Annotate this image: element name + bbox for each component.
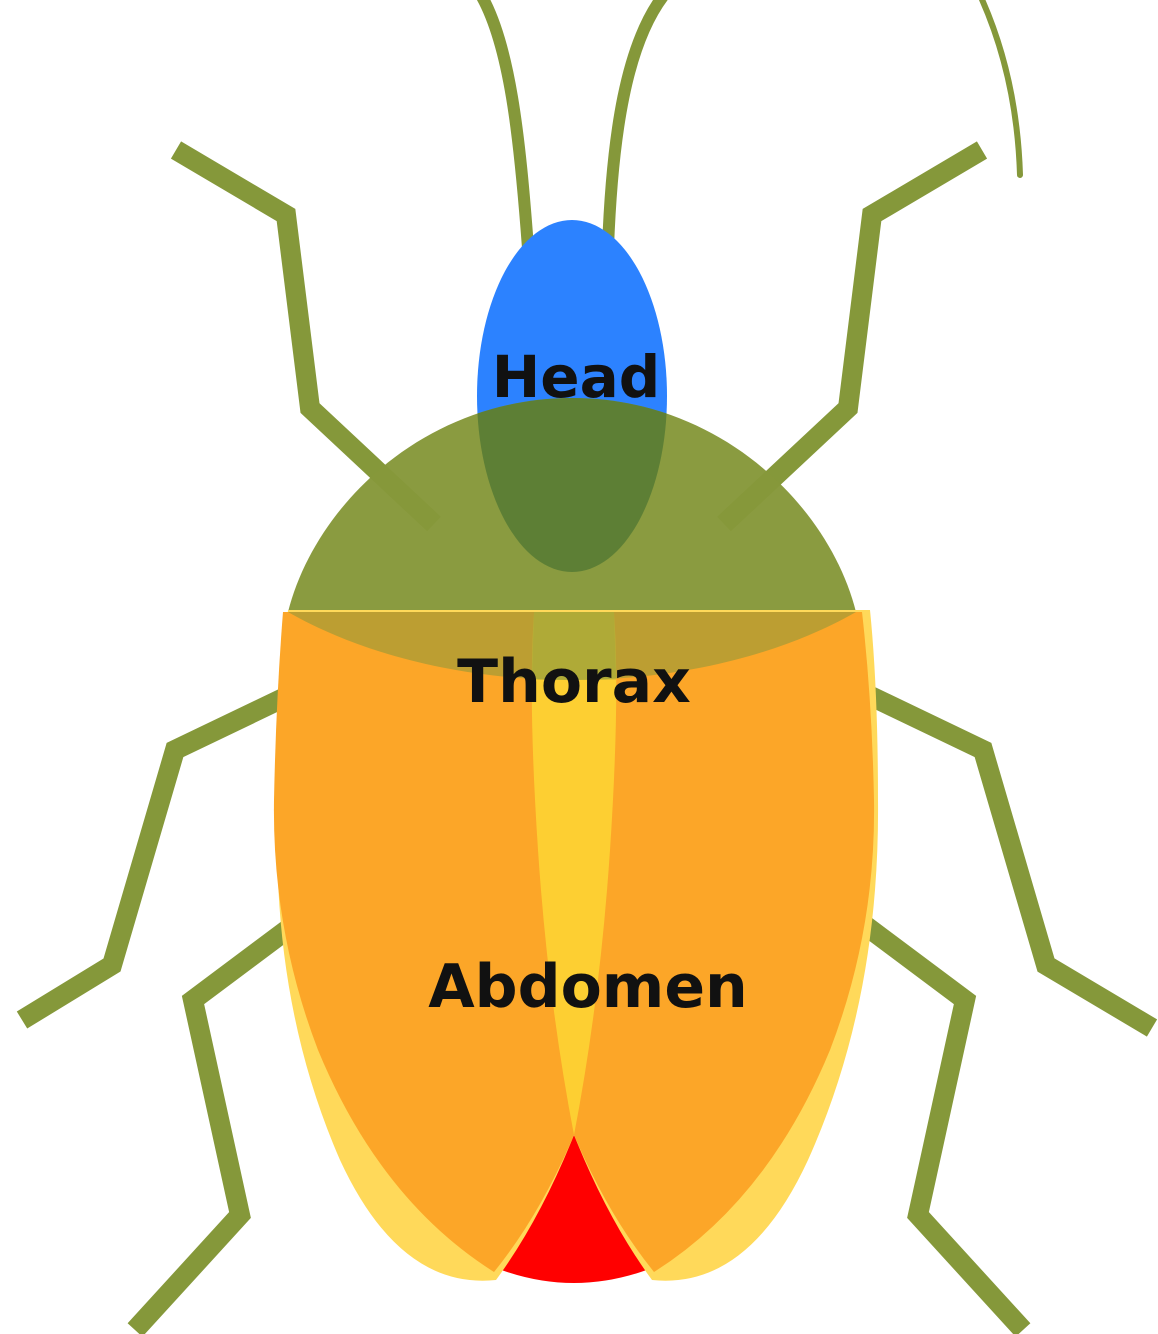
left-hind-leg — [135, 920, 300, 1330]
right-antenna — [608, 0, 668, 248]
right-front-leg — [724, 150, 982, 524]
abdomen-label: Abdomen — [428, 952, 747, 1022]
right-hind-leg — [858, 920, 1023, 1330]
thorax-label: Thorax — [457, 647, 691, 717]
right-middle-leg — [858, 690, 1152, 1028]
left-middle-leg — [22, 690, 300, 1020]
far-right-antenna-curve — [980, 0, 1020, 175]
head-label: Head — [492, 343, 661, 411]
antennae — [478, 0, 1020, 248]
left-antenna — [478, 0, 528, 248]
